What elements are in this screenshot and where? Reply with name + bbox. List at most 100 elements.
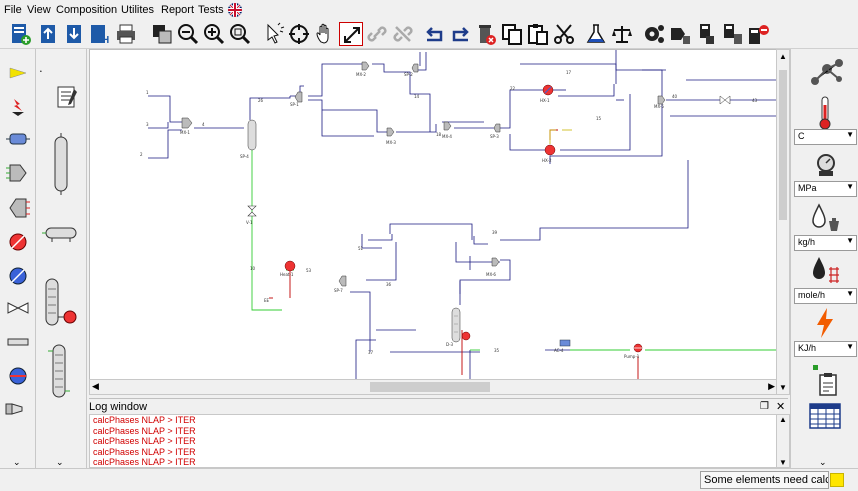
panel-expand-icon[interactable]: ⌄ bbox=[819, 457, 827, 467]
valve-icon[interactable] bbox=[6, 301, 30, 318]
valve-v-1[interactable] bbox=[247, 205, 257, 217]
resize-icon[interactable] bbox=[339, 22, 363, 46]
flash-column-icon[interactable] bbox=[51, 133, 71, 198]
splitter-sp-7[interactable] bbox=[338, 275, 347, 287]
flowsheet-canvas[interactable]: 1 3 2 4 MX-1 SP-4 SP-1 MX-2 SP-2 MX-3 MX… bbox=[89, 49, 778, 381]
absorber-column-icon[interactable] bbox=[48, 343, 70, 402]
mixer-icon[interactable] bbox=[6, 163, 30, 186]
mass-flow-unit-select[interactable]: kg/h▼ bbox=[794, 235, 857, 251]
table-grid-icon[interactable] bbox=[809, 403, 841, 432]
canvas-vertical-scrollbar[interactable]: ▲ ▼ bbox=[776, 49, 790, 395]
splitter-sp-2[interactable] bbox=[411, 63, 419, 73]
menu-tests[interactable]: Tests bbox=[198, 4, 224, 16]
mixer-mx-5[interactable] bbox=[657, 95, 666, 105]
notes-icon[interactable] bbox=[56, 85, 80, 112]
pressure-unit-select[interactable]: MPa▼ bbox=[794, 181, 857, 197]
heater-heat-2[interactable] bbox=[461, 331, 471, 341]
heat-exchanger-icon[interactable] bbox=[6, 131, 30, 150]
scroll-up-icon[interactable]: ▲ bbox=[779, 52, 787, 61]
log-close-icon[interactable]: ✕ bbox=[776, 401, 786, 413]
calculator-icon[interactable] bbox=[694, 22, 718, 46]
horizontal-drum-icon[interactable] bbox=[42, 225, 80, 246]
paste-icon[interactable] bbox=[526, 22, 550, 46]
vertical-scroll-thumb[interactable] bbox=[779, 70, 787, 220]
menu-report[interactable]: Report bbox=[161, 4, 195, 16]
splitter-sp-3[interactable] bbox=[493, 123, 501, 133]
energy-feed-icon[interactable] bbox=[9, 97, 27, 120]
pipe-segment-icon[interactable] bbox=[6, 337, 30, 350]
cut-icon[interactable] bbox=[552, 22, 576, 46]
cooler-icon[interactable] bbox=[6, 265, 30, 290]
palette-expand-icon-2[interactable]: ⌄ bbox=[56, 457, 64, 467]
mixer-mx-3[interactable] bbox=[386, 127, 395, 137]
copy-icon[interactable] bbox=[500, 22, 524, 46]
status-message: Some elements need calcul bbox=[700, 471, 829, 489]
horizontal-scroll-thumb[interactable] bbox=[370, 382, 490, 392]
mixer-mx-4[interactable] bbox=[443, 121, 452, 131]
menu-composition[interactable]: Composition bbox=[56, 4, 118, 16]
log-vertical-scrollbar[interactable]: ▲ ▼ bbox=[776, 414, 790, 468]
zoom-in-icon[interactable] bbox=[202, 22, 226, 46]
save-document-icon[interactable] bbox=[62, 22, 86, 46]
palette-expand-icon[interactable]: ⌄ bbox=[13, 457, 21, 467]
pump-1[interactable] bbox=[633, 343, 643, 353]
temperature-unit-select[interactable]: C▼ bbox=[794, 129, 857, 145]
auto-layout-icon[interactable] bbox=[150, 22, 174, 46]
zoom-fit-icon[interactable] bbox=[228, 22, 252, 46]
heater-hx-1[interactable] bbox=[542, 84, 554, 96]
molar-flow-unit-select[interactable]: mole/h▼ bbox=[794, 288, 857, 304]
energy-unit-select[interactable]: KJ/h▼ bbox=[794, 341, 857, 357]
scroll-right-icon[interactable]: ▶ bbox=[768, 381, 775, 391]
menu-view[interactable]: View bbox=[27, 4, 51, 16]
undo-icon[interactable] bbox=[423, 22, 447, 46]
unlink-icon[interactable] bbox=[391, 22, 415, 46]
log-float-icon[interactable]: ❐ bbox=[760, 401, 769, 412]
log-scroll-down-icon[interactable]: ▼ bbox=[779, 458, 787, 467]
delete-icon[interactable] bbox=[474, 22, 498, 46]
menu-utilites[interactable]: Utilites bbox=[121, 4, 155, 16]
save-as-icon[interactable]: H bbox=[88, 22, 112, 46]
splitter-sp-1[interactable] bbox=[294, 91, 303, 103]
report-clipboard-icon[interactable] bbox=[811, 365, 841, 400]
uk-flag-icon[interactable] bbox=[228, 3, 242, 17]
settings-gear-icon[interactable] bbox=[642, 22, 666, 46]
flask-icon[interactable] bbox=[584, 22, 608, 46]
balance-icon[interactable] bbox=[610, 22, 634, 46]
open-document-icon[interactable] bbox=[36, 22, 60, 46]
heater-icon[interactable] bbox=[6, 231, 30, 256]
link-icon[interactable] bbox=[365, 22, 389, 46]
valve-v-1-top[interactable] bbox=[719, 95, 731, 105]
distillation-column-icon[interactable] bbox=[42, 277, 80, 332]
new-document-icon[interactable] bbox=[8, 22, 32, 46]
output-icon[interactable] bbox=[668, 22, 692, 46]
scroll-left-icon[interactable]: ◀ bbox=[92, 381, 99, 391]
compressor-icon[interactable] bbox=[4, 401, 30, 420]
mixer-mx-2[interactable] bbox=[361, 61, 370, 71]
redo-icon[interactable] bbox=[448, 22, 472, 46]
calculator-stop-icon[interactable] bbox=[746, 22, 770, 46]
mixer-mx-6[interactable] bbox=[491, 257, 500, 267]
svg-text:D-3: D-3 bbox=[446, 342, 454, 347]
heater-heat-1[interactable] bbox=[284, 260, 296, 272]
feed-arrow-icon[interactable] bbox=[9, 67, 27, 82]
unit-palette-columns: • ⌄ bbox=[36, 49, 87, 469]
select-pointer-icon[interactable] bbox=[262, 22, 286, 46]
scroll-down-icon[interactable]: ▼ bbox=[779, 383, 787, 392]
separator-sp-4[interactable] bbox=[247, 119, 257, 151]
calculator-step-icon[interactable] bbox=[720, 22, 744, 46]
mixer-mx-1[interactable] bbox=[181, 117, 193, 129]
heater-hx-2[interactable] bbox=[544, 144, 556, 156]
canvas-horizontal-scrollbar[interactable]: ◀ ▶ bbox=[89, 379, 778, 395]
target-icon[interactable] bbox=[287, 22, 311, 46]
heat-exchanger-round-icon[interactable] bbox=[6, 365, 30, 390]
menu-file[interactable]: File bbox=[4, 4, 22, 16]
splitter-icon[interactable] bbox=[6, 197, 30, 222]
molecule-properties-icon[interactable] bbox=[809, 57, 845, 90]
print-icon[interactable] bbox=[114, 22, 138, 46]
heat-exchanger-ac-4[interactable] bbox=[559, 339, 571, 347]
hand-pan-icon[interactable] bbox=[313, 22, 337, 46]
log-output[interactable]: calcPhases NLAP > ITER calcPhases NLAP >… bbox=[89, 414, 777, 468]
zoom-out-icon[interactable] bbox=[176, 22, 200, 46]
column-d-3[interactable] bbox=[451, 307, 461, 343]
log-scroll-up-icon[interactable]: ▲ bbox=[779, 415, 787, 424]
